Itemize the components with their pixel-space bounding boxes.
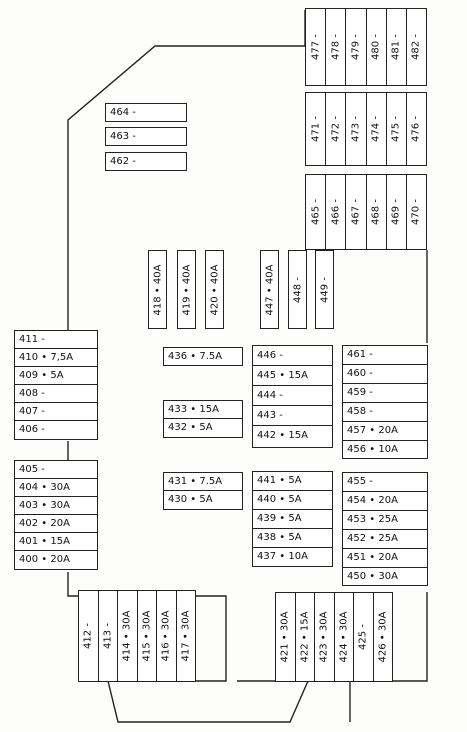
fuse-slot-448: 448 -	[288, 250, 307, 329]
fuse-slot: 441 • 5A	[253, 472, 332, 491]
fuse-slot: 439 • 5A	[253, 510, 332, 529]
fuse-slot: 402 • 20A	[15, 515, 97, 533]
fuse-slot: 406 -	[19, 424, 45, 435]
fuse-slot: 426 • 30A	[377, 611, 389, 663]
fuse-slot: 431 • 7.5A	[164, 473, 242, 491]
fuse-slot: 455 -	[343, 473, 427, 492]
fuse-slot: 469 -	[387, 175, 407, 249]
fuse-slot: 432 • 5A	[168, 422, 213, 433]
fuse-slot: 407 -	[15, 403, 97, 421]
fuse-slot: 442 • 15A	[257, 430, 308, 441]
fuse-slot: 445 • 15A	[253, 366, 332, 386]
fuse-slot: 470 -	[410, 199, 422, 225]
fuse-slot: 425 -	[354, 593, 374, 681]
fuse-slot: 421 • 30A	[276, 593, 296, 681]
fuse-slot: 452 • 25A	[343, 530, 427, 549]
fuse-slot: 438 • 5A	[253, 529, 332, 548]
fuse-slot: 413 -	[99, 591, 118, 681]
fuse-slot: 446 -	[253, 346, 332, 366]
fuse-slot: 472 -	[326, 93, 347, 165]
fuse-slot: 444 -	[253, 386, 332, 406]
fuse-slot: 461 -	[343, 346, 427, 365]
fuse-slot: 408 -	[15, 385, 97, 403]
fuse-slot: 430 • 5A	[168, 494, 213, 505]
fuse-slot-447: 447 • 40A	[260, 250, 279, 329]
fuse-slot: 475 -	[387, 93, 407, 165]
fuse-slot-463: 463 -	[105, 127, 187, 146]
fuse-slot: 433 • 15A	[164, 401, 242, 419]
fuse-block-400-405: 405 - 404 • 30A 403 • 30A 402 • 20A 401 …	[14, 460, 98, 570]
fuse-slot: 481 -	[387, 9, 407, 85]
fuse-slot: 437 • 10A	[257, 551, 308, 562]
fuse-block-437-441: 441 • 5A 440 • 5A 439 • 5A 438 • 5A 437 …	[252, 471, 333, 567]
fuse-slot: 451 • 20A	[343, 549, 427, 568]
fuse-slot: 479 -	[346, 9, 367, 85]
fuse-slot-464: 464 -	[105, 103, 187, 122]
fuse-slot: 476 -	[410, 116, 422, 142]
fuse-block-465-470: 465 - 466 - 467 - 468 - 469 - 470 -	[305, 174, 427, 250]
fuse-slot: 409 • 5A	[15, 367, 97, 385]
fuse-slot: 473 -	[346, 93, 367, 165]
fuse-slot: 453 • 25A	[343, 511, 427, 530]
fuse-slot: 443 -	[253, 406, 332, 426]
fuse-slot: 460 -	[343, 365, 427, 384]
fuse-block-471-476: 471 - 472 - 473 - 474 - 475 - 476 -	[305, 92, 427, 166]
fuse-slot: 401 • 15A	[15, 533, 97, 551]
fuse-slot-418: 418 • 40A	[148, 250, 167, 329]
fuse-slot: 471 -	[306, 93, 327, 165]
fuse-slot: 474 -	[367, 93, 387, 165]
fuse-block-421-426: 421 • 30A 422 • 15A 423 • 30A 424 • 30A …	[275, 592, 393, 682]
fuse-slot: 454 • 20A	[343, 492, 427, 511]
fuse-slot: 457 • 20A	[343, 422, 427, 441]
fuse-slot: 415 • 30A	[138, 591, 157, 681]
fuse-slot: 440 • 5A	[253, 491, 332, 510]
fuse-slot: 405 -	[15, 461, 97, 479]
fuse-block-432-433: 433 • 15A 432 • 5A	[163, 400, 243, 438]
fuse-slot-419: 419 • 40A	[177, 250, 196, 329]
fuse-slot: 416 • 30A	[157, 591, 177, 681]
fuse-slot: 414 • 30A	[118, 591, 138, 681]
fuse-block-430-431: 431 • 7.5A 430 • 5A	[163, 472, 243, 510]
fuse-slot: 417 • 30A	[180, 610, 192, 662]
fuse-slot: 403 • 30A	[15, 497, 97, 515]
fuse-slot: 480 -	[367, 9, 387, 85]
fuse-slot: 467 -	[346, 175, 367, 249]
fuse-slot: 422 • 15A	[296, 593, 315, 681]
fuse-slot: 456 • 10A	[347, 444, 398, 455]
fuse-slot: 482 -	[410, 34, 422, 60]
fuse-block-412-417: 412 - 413 - 414 • 30A 415 • 30A 416 • 30…	[78, 590, 196, 682]
fuse-slot: 466 -	[326, 175, 347, 249]
fuse-slot: 411 -	[15, 331, 97, 349]
fuse-block-477-482: 477 - 478 - 479 - 480 - 481 - 482 -	[305, 8, 427, 86]
fuse-slot: 400 • 20A	[19, 554, 70, 565]
fuse-slot: 410 • 7,5A	[15, 349, 97, 367]
fuse-slot: 468 -	[367, 175, 387, 249]
fuse-slot: 450 • 30A	[347, 571, 398, 582]
fuse-slot: 404 • 30A	[15, 479, 97, 497]
fuse-block-456-461: 461 - 460 - 459 - 458 - 457 • 20A 456 • …	[342, 345, 428, 459]
fuse-slot-436: 436 • 7.5A	[163, 347, 243, 366]
fuse-block-406-411: 411 - 410 • 7,5A 409 • 5A 408 - 407 - 40…	[14, 330, 98, 440]
fuse-slot: 465 -	[306, 175, 327, 249]
fuse-slot: 424 • 30A	[335, 593, 354, 681]
fuse-block-442-446: 446 - 445 • 15A 444 - 443 - 442 • 15A	[252, 345, 333, 448]
fuse-slot: 423 • 30A	[315, 593, 335, 681]
fuse-block-450-455: 455 - 454 • 20A 453 • 25A 452 • 25A 451 …	[342, 472, 428, 586]
fuse-slot-420: 420 • 40A	[205, 250, 224, 329]
fuse-slot: 477 -	[306, 9, 327, 85]
fuse-slot-449: 449 -	[315, 250, 334, 329]
fuse-slot: 478 -	[326, 9, 347, 85]
fuse-slot-462: 462 -	[105, 152, 187, 171]
fuse-slot: 412 -	[79, 591, 99, 681]
fuse-slot: 458 -	[343, 403, 427, 422]
fuse-slot: 459 -	[343, 384, 427, 403]
